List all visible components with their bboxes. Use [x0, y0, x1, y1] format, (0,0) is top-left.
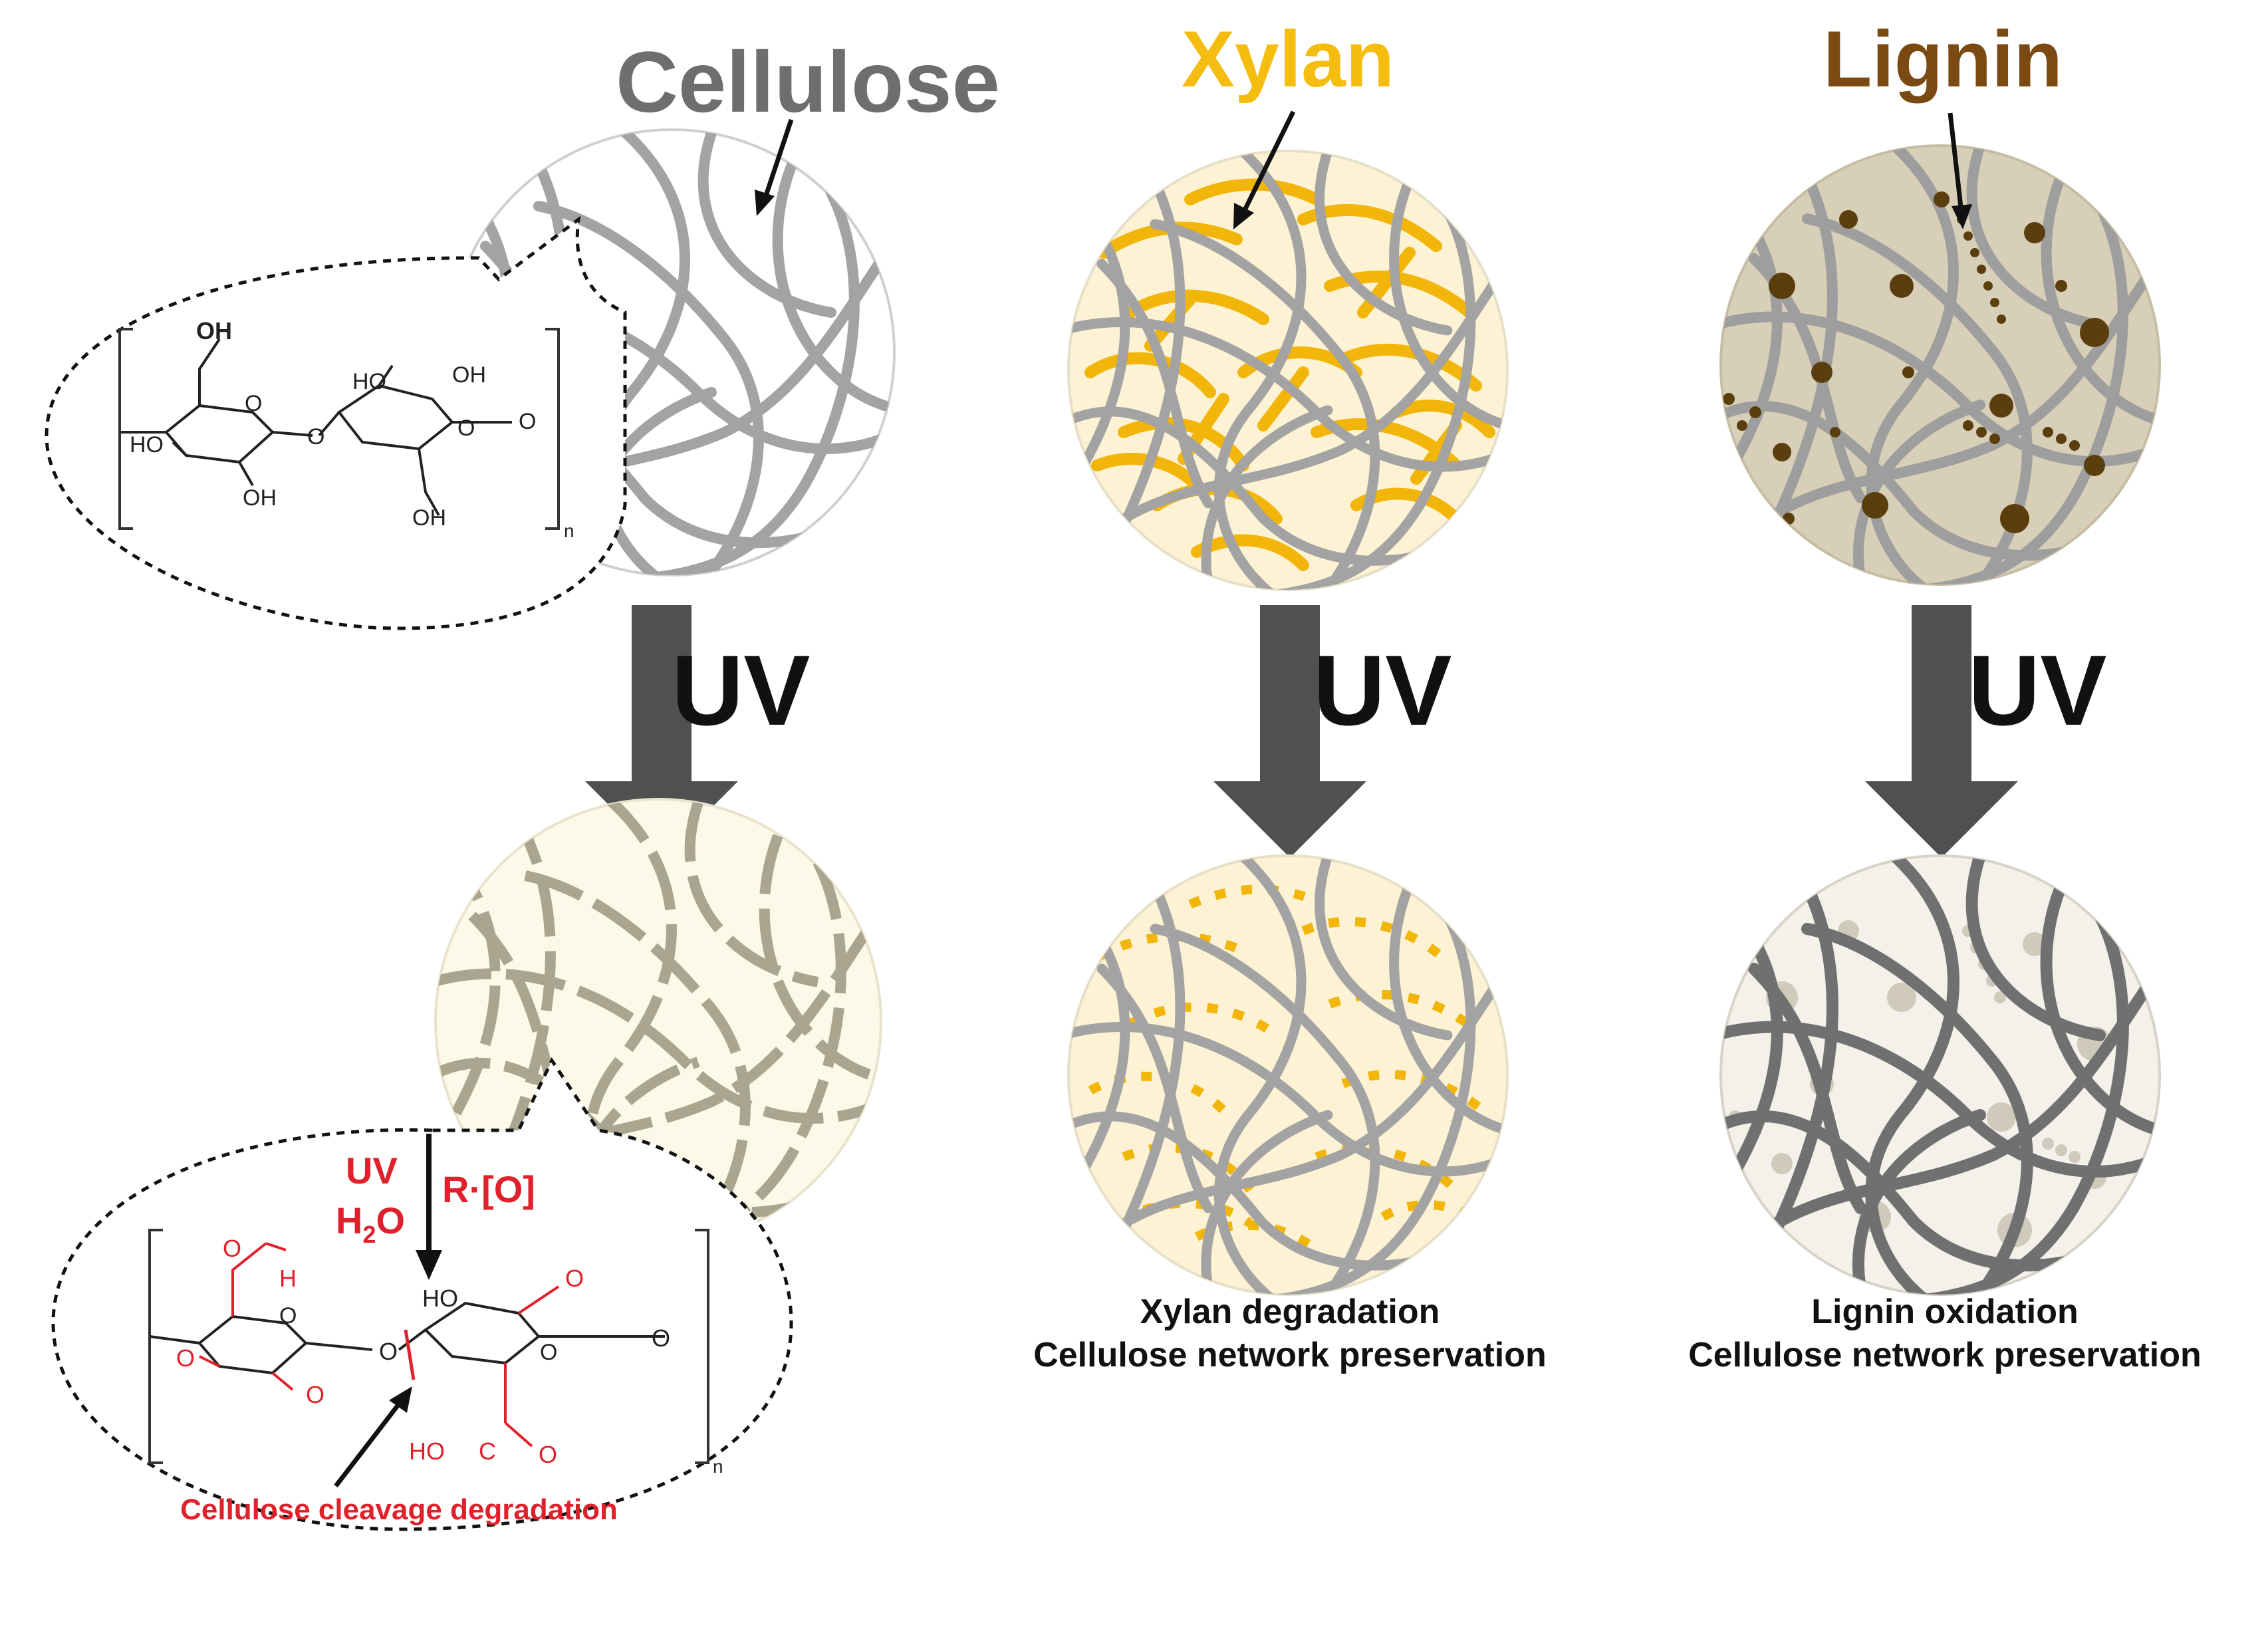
cleavage-caption: Cellulose cleavage degradation [180, 1493, 618, 1526]
h2o-reagent-label: H2O [336, 1199, 405, 1248]
ring-o1-label-b: O [279, 1303, 297, 1328]
radical-reagent-label: R·[O] [442, 1168, 535, 1210]
acid-c-label: C [479, 1438, 496, 1465]
cleavage-pointer-arrowhead [389, 1386, 412, 1413]
ring-o2-label: O [457, 416, 475, 441]
ring-o2-label-b: O [540, 1340, 557, 1365]
xylan-title: Xylan [1182, 15, 1394, 104]
o-end-label-b: O [652, 1324, 670, 1352]
lignin-oxidized-circle [1719, 854, 2161, 1296]
lignin-caption-line2: Cellulose network preservation [1688, 1336, 2202, 1374]
ho-right-label-b: HO [422, 1285, 458, 1312]
repeat-subscript-b: n [713, 1456, 723, 1477]
oh-right-label: OH [452, 362, 486, 388]
o-end-label: O [519, 409, 536, 434]
cleavage-mark [404, 1329, 416, 1380]
xylan-pointer-arrowhead [1233, 203, 1254, 229]
ring-o1-label: O [245, 391, 262, 416]
ketone-o2-label: O [306, 1381, 324, 1408]
xylan-caption-line2: Cellulose network preservation [1033, 1336, 1547, 1374]
lignin-network-circle [1719, 144, 2161, 586]
cellulose-structure-bubble: OH O HO OH O HO OH O O OH n [45, 215, 627, 630]
ho-right-label: HO [352, 369, 386, 394]
uv-label-lignin: UV [1968, 634, 2106, 746]
reaction-arrowhead [416, 1250, 442, 1280]
uv-label-cellulose: UV [672, 634, 810, 746]
repeat-subscript: n [564, 521, 574, 541]
cleavage-structure-bubble: UV H2O R·[O] O H O O O O HO O O O [51, 1057, 793, 1531]
oh-top-label: OH [196, 317, 232, 344]
uv-arrow-xylan [1213, 605, 1366, 858]
lignin-title: Lignin [1823, 15, 2063, 104]
xylan-degraded-circle [1067, 854, 1509, 1296]
uv-reagent-label: UV [346, 1150, 398, 1192]
lignin-pointer-arrowhead [1952, 204, 1972, 229]
xylan-network-circle [1067, 150, 1509, 591]
ketone-o3-label: O [565, 1265, 584, 1292]
o-link-label: O [307, 424, 324, 449]
ho-acid-label: HO [409, 1438, 445, 1465]
ketone-o1-label: O [176, 1344, 195, 1372]
lignin-pointer-arrow [1948, 112, 1964, 213]
cellulose-title: Cellulose [616, 33, 1000, 130]
cellulose-pointer-arrow [762, 118, 794, 201]
xylan-pointer-arrow [1241, 110, 1296, 214]
cleavage-pointer-arrow [334, 1398, 404, 1488]
uv-label-xylan: UV [1313, 634, 1451, 746]
oh-lower-label: OH [412, 505, 446, 531]
o-link-label-b: O [379, 1338, 398, 1365]
lignin-caption-line1: Lignin oxidation [1811, 1293, 2079, 1331]
aldehyde-h-label: H [279, 1265, 297, 1292]
uv-arrow-lignin [1865, 605, 2018, 858]
cellulose-pointer-arrowhead [755, 189, 775, 216]
oh-bottom-label: OH [243, 485, 277, 511]
acid-o-label: O [539, 1441, 557, 1468]
xylan-caption-line1: Xylan degradation [1140, 1293, 1440, 1331]
aldehyde-o-label: O [223, 1235, 241, 1262]
ho-left-label: HO [130, 432, 164, 457]
